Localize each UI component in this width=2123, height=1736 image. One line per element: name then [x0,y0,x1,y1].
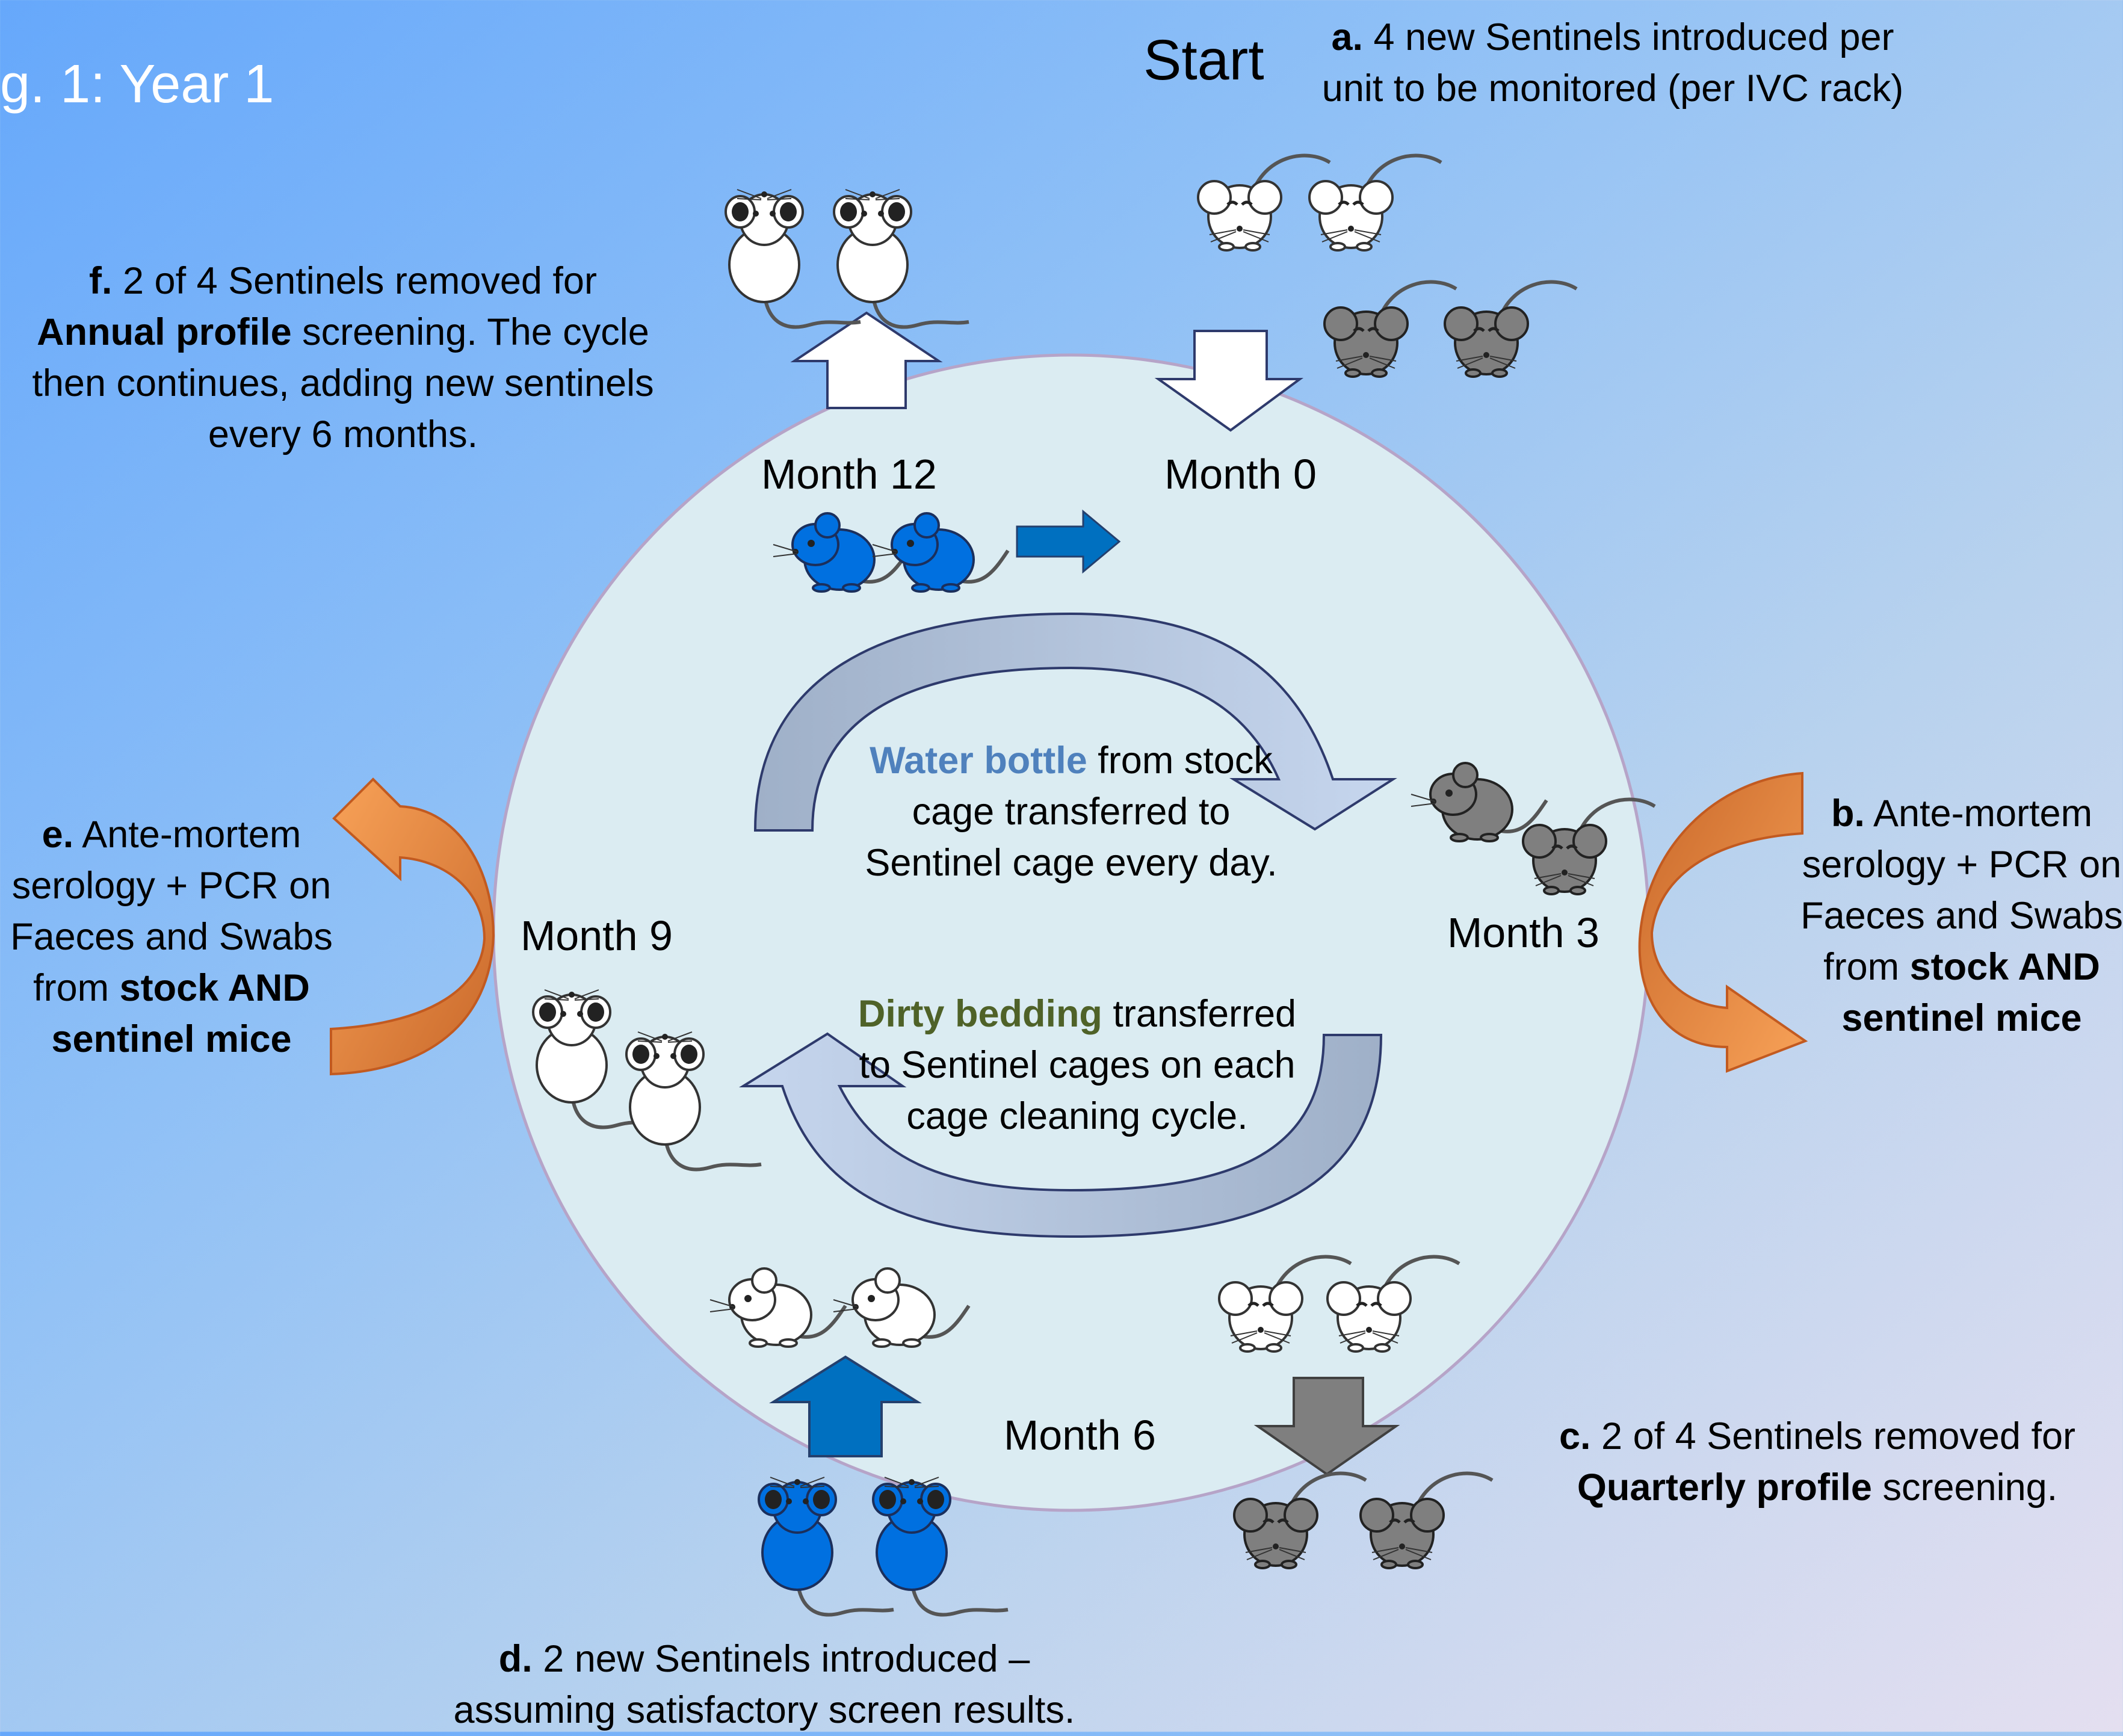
arrow-up-icon [769,1355,922,1457]
step-text: from [33,967,120,1009]
center-text: Sentinel cage every day. [865,842,1278,884]
arrow-right-icon [1016,509,1121,574]
bedding-curved-arrow-icon [738,1032,1383,1238]
step-text: screening. [1871,1466,2058,1509]
step-text: Ante-mortem [1864,792,2093,835]
water-curved-arrow-icon [753,612,1397,832]
step-text: 2 of 4 Sentinels removed for [1590,1415,2075,1457]
water-bottle-highlight: Water bottle [870,740,1087,782]
center-text: cage cleaning cycle. [906,1095,1248,1137]
step-e-text: e. Ante-mortem serology + PCR on Faeces … [0,809,343,1065]
step-letter: e. [42,814,74,856]
step-text: from [1823,946,1910,988]
center-text: from stock [1087,740,1273,782]
step-text: Ante-mortem [73,814,301,856]
step-text: unit to be monitored (per IVC rack) [1321,67,1904,110]
step-bold: sentinel mice [51,1018,292,1060]
dirty-bedding-highlight: Dirty bedding [858,993,1102,1035]
step-text: assuming satisfactory screen results. [453,1689,1075,1731]
start-label: Start [1143,28,1264,92]
grey-mouse-icon [1234,1474,1366,1568]
dirty-bedding-text: Dirty bedding transferred to Sentinel ca… [830,989,1324,1142]
step-c-text: c. 2 of 4 Sentinels removed for Quarterl… [1522,1411,2112,1513]
orange-curved-arrow-icon [330,777,495,1076]
step-d-text: d. 2 new Sentinels introduced – assuming… [415,1634,1113,1736]
white-mouse-icon [1309,156,1441,250]
step-a-text: a. 4 new Sentinels introduced per unit t… [1288,12,1938,114]
step-text: Faeces and Swabs [1800,895,2123,937]
month-6-label: Month 6 [1004,1412,1156,1459]
step-text: serology + PCR on [1802,844,2122,886]
month-0-label: Month 0 [1164,451,1317,498]
step-letter: a. [1331,16,1363,58]
month-12-label: Month 12 [761,451,937,498]
arrow-down-icon [1154,330,1304,432]
grey-mouse-icon [1361,1474,1492,1568]
step-f-text: f. 2 of 4 Sentinels removed for Annual p… [12,256,674,460]
grey-mouse-icon [1445,282,1577,377]
step-text: every 6 months. [208,413,478,456]
step-text: 2 new Sentinels introduced – [532,1638,1030,1680]
center-text: transferred [1102,993,1297,1035]
step-letter: c. [1559,1415,1591,1457]
step-b-text: b. Ante-mortem serology + PCR on Faeces … [1799,788,2123,1044]
step-letter: d. [498,1638,533,1680]
step-letter: f. [89,260,113,302]
grey-mouse-icon [1324,282,1456,377]
step-text: then continues, adding new sentinels [32,362,654,404]
step-text: 4 new Sentinels introduced per [1362,16,1894,58]
step-letter: b. [1831,792,1865,835]
step-bold: Quarterly profile [1577,1466,1872,1509]
month-3-label: Month 3 [1447,909,1599,956]
arrow-down-icon [1253,1377,1400,1476]
arrow-up-icon [790,311,943,409]
step-bold: stock AND [119,967,310,1009]
center-text: cage transferred to [912,791,1231,833]
step-text: serology + PCR on [11,865,332,907]
step-bold: sentinel mice [1841,997,2082,1039]
step-bold: stock AND [1909,946,2100,988]
step-text: screening. The cycle [291,311,649,353]
step-text: 2 of 4 Sentinels removed for [112,260,597,302]
month-9-label: Month 9 [521,912,673,959]
figure-title: g. 1: Year 1 [0,54,274,114]
center-text: to Sentinel cages on each [859,1044,1296,1086]
step-text: Faeces and Swabs [10,916,333,958]
step-bold: Annual profile [37,311,292,353]
water-bottle-text: Water bottle from stock cage transferred… [824,735,1318,889]
orange-curved-arrow-icon [1638,771,1808,1073]
white-mouse-icon [834,190,969,327]
